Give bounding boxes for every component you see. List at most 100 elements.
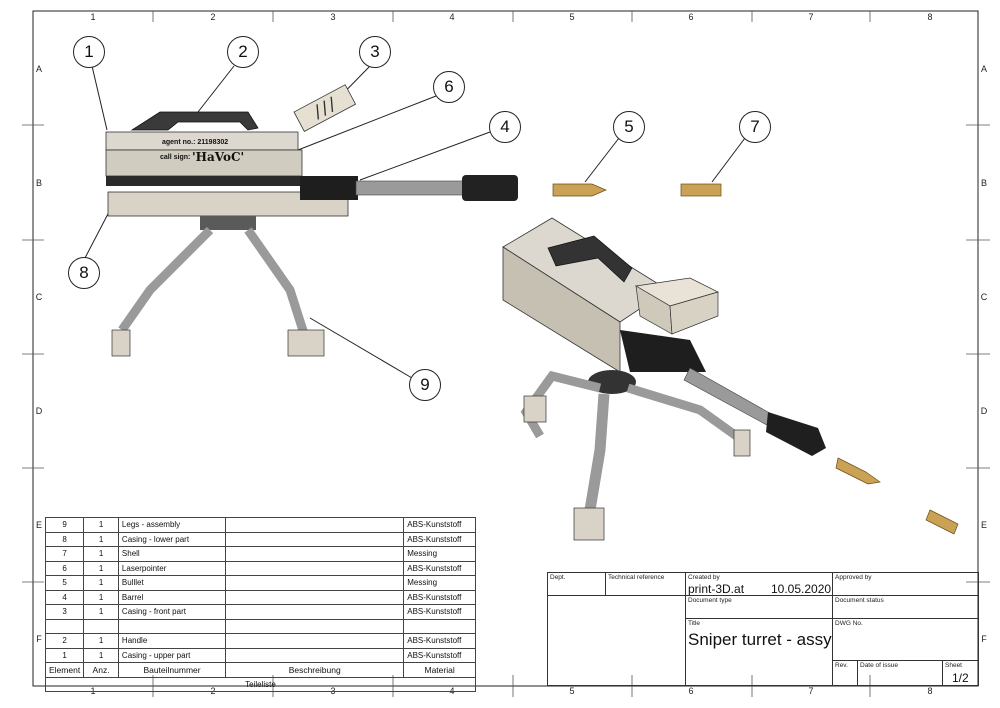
header-material: Material (403, 662, 476, 678)
callout-8: 8 (68, 257, 100, 289)
zone-row-a: A (35, 64, 42, 74)
created-by-label: Created by (688, 574, 720, 581)
zone-col-3: 3 (330, 12, 336, 22)
qty-cell: 1 (83, 575, 119, 591)
agent-number-label: agent no.: 21198302 (162, 139, 229, 146)
header-desc: Beschreibung (225, 662, 405, 678)
approved-by-label: Approved by (835, 574, 872, 581)
doc-type-label: Document type (688, 597, 732, 604)
created-by-value: print-3D.at (688, 582, 745, 596)
desc-cell (225, 633, 405, 649)
callout-2: 2 (227, 36, 259, 68)
qty-cell: 1 (83, 633, 119, 649)
desc-cell (225, 517, 405, 533)
material-cell: ABS-Kunststoff (403, 633, 476, 649)
element-cell: 1 (44, 647, 85, 663)
qty-cell: 1 (83, 589, 119, 605)
desc-cell (225, 531, 405, 547)
desc-cell (225, 546, 405, 562)
part-no-cell: Casing - front part (117, 604, 227, 620)
zone-row-d-right: D (980, 406, 988, 416)
part-no-cell: Legs - assembly (117, 517, 227, 533)
zone-row-f: F (36, 634, 42, 644)
element-cell: 6 (44, 560, 85, 576)
callout-7: 7 (739, 111, 771, 143)
zone-col-7: 7 (808, 12, 814, 22)
part-no-cell: Laserpointer (117, 560, 227, 576)
element-cell: 7 (44, 546, 85, 562)
qty-cell: 1 (83, 560, 119, 576)
zone-row-c-right: C (980, 292, 988, 302)
material-cell: ABS-Kunststoff (403, 531, 476, 547)
zone-row-e: E (35, 520, 42, 530)
title-label: Title (688, 620, 701, 627)
callout-4: 4 (489, 111, 521, 143)
zone-col-6-bottom: 6 (688, 686, 694, 696)
zone-col-8-bottom: 8 (927, 686, 933, 696)
zone-row-b-right: B (980, 178, 987, 188)
qty-cell: 1 (83, 546, 119, 562)
qty-cell (83, 618, 119, 634)
header-part-no: Bauteilnummer (117, 662, 227, 678)
callout-6: 6 (433, 71, 465, 103)
zone-row-f-right: F (981, 634, 987, 644)
header-qty: Anz. (83, 662, 119, 678)
desc-cell (225, 618, 405, 634)
drawing-title: Sniper turret - assy (688, 630, 832, 649)
material-cell: ABS-Kunststoff (403, 560, 476, 576)
callout-1: 1 (73, 36, 105, 68)
part-no-cell: Shell (117, 546, 227, 562)
created-date-value: 10.05.2020 (771, 582, 832, 596)
qty-cell: 1 (83, 647, 119, 663)
doc-status-label: Document status (835, 597, 884, 604)
zone-col-7-bottom: 7 (808, 686, 814, 696)
header-element: Element (44, 662, 85, 678)
callout-5: 5 (613, 111, 645, 143)
zone-row-e-right: E (980, 520, 987, 530)
callout-3: 3 (359, 36, 391, 68)
part-no-cell (117, 618, 227, 634)
zone-col-6: 6 (688, 12, 694, 22)
element-cell (44, 618, 85, 634)
qty-cell: 1 (83, 604, 119, 620)
dwg-no-label: DWG No. (835, 620, 863, 627)
sheet-label: Sheet (945, 662, 962, 669)
desc-cell (225, 589, 405, 605)
zone-col-4: 4 (449, 12, 455, 22)
desc-cell (225, 604, 405, 620)
material-cell: Messing (403, 575, 476, 591)
zone-row-c: C (35, 292, 43, 302)
part-no-cell: Casing - lower part (117, 531, 227, 547)
part-no-cell: Casing - upper part (117, 647, 227, 663)
zone-col-5: 5 (569, 12, 575, 22)
zone-row-a-right: A (980, 64, 987, 74)
element-cell: 4 (44, 589, 85, 605)
zone-row-d: D (35, 406, 43, 416)
call-sign-prefix: call sign: (160, 154, 191, 161)
dept-label: Dept. (550, 574, 566, 581)
part-no-cell: Handle (117, 633, 227, 649)
material-cell: ABS-Kunststoff (403, 647, 476, 663)
zone-row-b: B (35, 178, 42, 188)
material-cell: ABS-Kunststoff (403, 604, 476, 620)
element-cell: 3 (44, 604, 85, 620)
tech-ref-label: Technical reference (608, 574, 665, 581)
zone-col-2: 2 (210, 12, 216, 22)
material-cell: ABS-Kunststoff (403, 517, 476, 533)
rev-label: Rev. (835, 662, 848, 669)
material-cell (403, 618, 476, 634)
zone-col-1: 1 (90, 12, 96, 22)
zone-col-8: 8 (927, 12, 933, 22)
part-no-cell: Bulllet (117, 575, 227, 591)
element-cell: 2 (44, 633, 85, 649)
